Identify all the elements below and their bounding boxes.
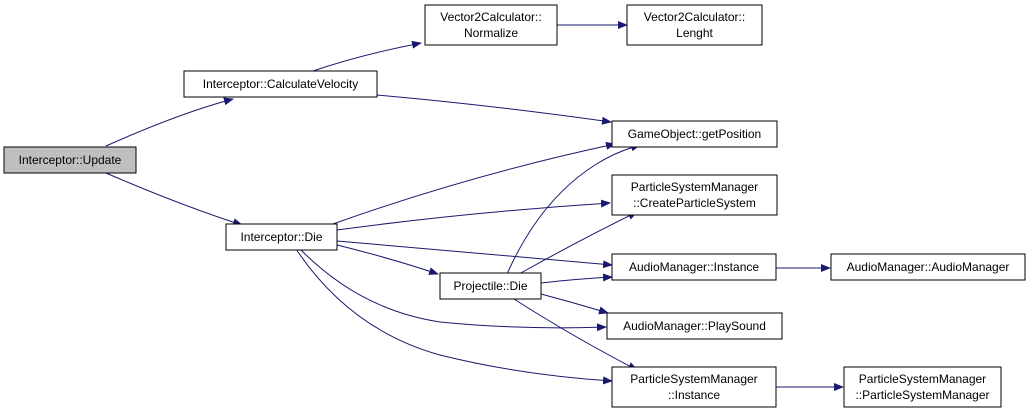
- node-label-line-2: Lenght: [676, 26, 713, 40]
- node-label-line-1: Vector2Calculator::: [440, 10, 541, 24]
- edge-projectile-die-to-audio-instance: [540, 273, 613, 284]
- node-projectile-die[interactable]: Projectile::Die: [439, 272, 542, 300]
- node-particle-system-manager-create-particle-system[interactable]: ParticleSystemManager ::CreateParticleSy…: [611, 174, 778, 216]
- node-label-line-1: ParticleSystemManager: [630, 372, 757, 386]
- node-label-line-2: ::CreateParticleSystem: [633, 196, 756, 210]
- node-label-line-2: ::ParticleSystemManager: [855, 388, 989, 402]
- edge-projectile-die-to-psm-instance: [513, 298, 638, 371]
- node-particle-system-manager-constructor[interactable]: ParticleSystemManager ::ParticleSystemMa…: [843, 366, 1002, 408]
- node-label-line-1: ParticleSystemManager: [631, 180, 758, 194]
- node-audio-manager-audio-manager[interactable]: AudioManager::AudioManager: [830, 253, 1026, 281]
- node-label: AudioManager::PlaySound: [623, 319, 766, 333]
- node-gameobject-get-position[interactable]: GameObject::getPosition: [611, 120, 778, 148]
- node-particle-system-manager-instance[interactable]: ParticleSystemManager ::Instance: [611, 366, 777, 408]
- edge-calculate-velocity-to-get-position: [376, 94, 612, 125]
- edge-die-to-audio-instance: [336, 240, 613, 269]
- edge-projectile-die-to-play-sound: [540, 293, 609, 315]
- edge-calculate-velocity-to-normalize: [312, 40, 422, 72]
- edge-die-to-psm-instance: [295, 248, 613, 385]
- node-interceptor-update[interactable]: Interceptor::Update: [3, 146, 137, 174]
- call-edges: [105, 21, 844, 391]
- call-nodes: Interceptor::Update Interceptor::Calcula…: [3, 4, 1026, 408]
- node-vector2calculator-normalize[interactable]: Vector2Calculator:: Normalize: [424, 4, 558, 46]
- node-label: Interceptor::CalculateVelocity: [203, 77, 358, 91]
- node-label: Interceptor::Update: [19, 153, 122, 167]
- edge-update-to-calculate-velocity: [105, 97, 234, 147]
- node-label-line-1: ParticleSystemManager: [859, 372, 986, 386]
- node-vector2calculator-lenght[interactable]: Vector2Calculator:: Lenght: [626, 4, 763, 46]
- edge-projectile-die-to-create-particle-system: [518, 211, 638, 275]
- node-label-line-2: ::Instance: [668, 388, 720, 402]
- node-label: Interceptor::Die: [240, 230, 322, 244]
- edge-projectile-die-to-get-position: [506, 143, 641, 275]
- node-label-line-2: Normalize: [464, 26, 518, 40]
- edge-update-to-die: [105, 172, 243, 227]
- node-label: AudioManager::AudioManager: [847, 260, 1010, 274]
- node-label: GameObject::getPosition: [628, 127, 761, 141]
- edge-die-to-get-position: [332, 141, 616, 225]
- edge-die-to-play-sound: [299, 248, 607, 332]
- node-label-line-1: Vector2Calculator::: [644, 10, 745, 24]
- node-label: Projectile::Die: [453, 279, 527, 293]
- node-interceptor-die[interactable]: Interceptor::Die: [225, 223, 338, 251]
- edge-die-to-create-particle-system: [336, 199, 611, 231]
- node-audio-manager-instance[interactable]: AudioManager::Instance: [611, 253, 777, 281]
- edge-die-to-projectile-die: [336, 244, 439, 275]
- node-audio-manager-play-sound[interactable]: AudioManager::PlaySound: [606, 312, 783, 340]
- node-label: AudioManager::Instance: [629, 260, 759, 274]
- node-interceptor-calculate-velocity[interactable]: Interceptor::CalculateVelocity: [183, 70, 378, 98]
